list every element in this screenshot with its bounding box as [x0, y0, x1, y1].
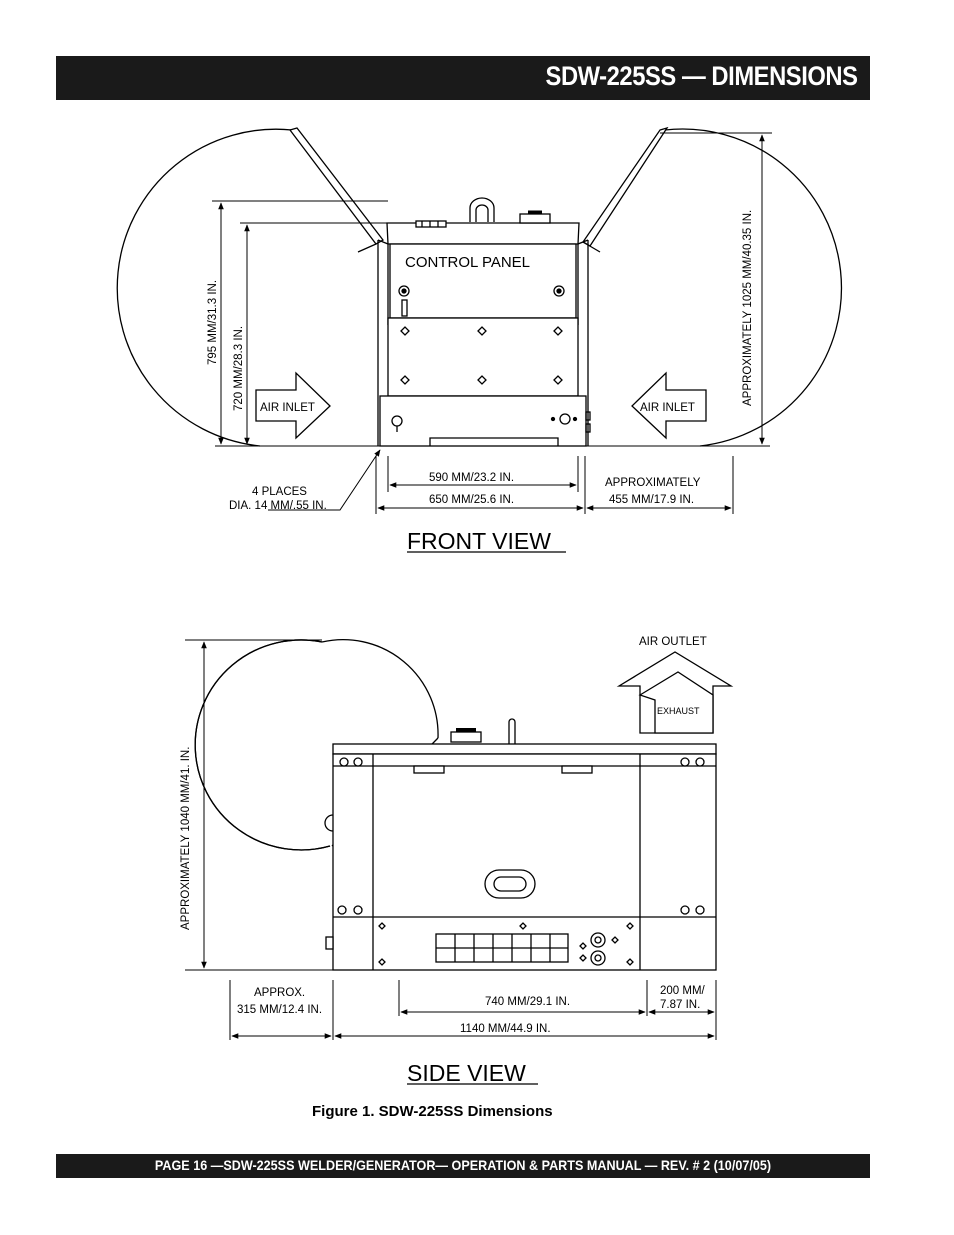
length-overall-label: 1140 MM/44.9 IN.: [460, 1023, 551, 1035]
front-view: [116, 126, 843, 553]
side-view-labels: AIR OUTLET EXHAUST APPROXIMATELY 1040 MM…: [180, 636, 707, 1086]
door-width-label: 455 MM/17.9 IN.: [609, 494, 694, 506]
air-inlet-left-arrow: [255, 371, 331, 440]
height-body-label: 720 MM/28.3 IN.: [233, 326, 245, 411]
fuel-cap: [519, 213, 551, 224]
length-mount-label: 740 MM/29.1 IN.: [485, 996, 570, 1008]
height-overall-label: 795 MM/31.3 IN.: [207, 280, 219, 365]
right-door: [582, 126, 669, 247]
side-door-approx-label: APPROX.: [254, 987, 305, 999]
left-door-swing-arc: [116, 128, 293, 447]
panel-switch: [401, 299, 408, 317]
side-roof: [332, 743, 717, 755]
door-approx-label: APPROXIMATELY: [605, 477, 701, 489]
side-door-swing: [194, 639, 331, 851]
front-view-title: FRONT VIEW: [407, 528, 551, 554]
side-view: [185, 639, 734, 1085]
footer-text: PAGE 16 —SDW-225SS WELDER/GENERATOR— OPE…: [154, 1157, 772, 1173]
panel-knob-left: [398, 285, 410, 297]
air-inlet-right-label: AIR INLET: [640, 402, 695, 414]
width-mount-label: 590 MM/23.2 IN.: [429, 472, 514, 484]
air-outlet-label: AIR OUTLET: [639, 636, 707, 648]
control-panel-area: [389, 243, 577, 319]
length-overhang-label-2: 7.87 IN.: [660, 999, 700, 1011]
header-bar: SDW-225SS — DIMENSIONS: [56, 56, 870, 100]
figure-caption: Figure 1. SDW-225SS Dimensions: [312, 1103, 553, 1120]
side-view-title: SIDE VIEW: [407, 1060, 526, 1086]
length-overhang-label-1: 200 MM/: [660, 985, 706, 997]
side-height-label: APPROXIMATELY 1040 MM/41. IN.: [180, 747, 192, 930]
mount-places-label: 4 PLACES: [252, 486, 307, 498]
side-door-depth-label: 315 MM/12.4 IN.: [237, 1004, 322, 1016]
width-overall-label: 650 MM/25.6 IN.: [429, 494, 514, 506]
front-view-labels: CONTROL PANEL AIR INLET AIR INLET 795 MM…: [207, 210, 754, 554]
air-inlet-right-arrow: [631, 371, 707, 440]
control-panel-label: CONTROL PANEL: [405, 254, 530, 271]
left-door: [288, 127, 384, 245]
exhaust-label: EXHAUST: [657, 706, 700, 716]
page-title: SDW-225SS — DIMENSIONS: [546, 61, 858, 91]
panel-knob-right: [553, 285, 565, 297]
air-inlet-left-label: AIR INLET: [260, 402, 315, 414]
right-door-swing-arc: [664, 128, 843, 447]
side-control-strip: [435, 933, 569, 963]
lifting-hook: [469, 197, 495, 222]
footer-bar: PAGE 16 —SDW-225SS WELDER/GENERATOR— OPE…: [56, 1154, 870, 1178]
height-approx-label: APPROXIMATELY 1025 MM/40.35 IN.: [742, 210, 754, 406]
side-fuel-cap: [450, 731, 482, 743]
mount-dia-label: DIA. 14 MM/.55 IN.: [229, 500, 327, 512]
side-handle: [484, 869, 536, 899]
